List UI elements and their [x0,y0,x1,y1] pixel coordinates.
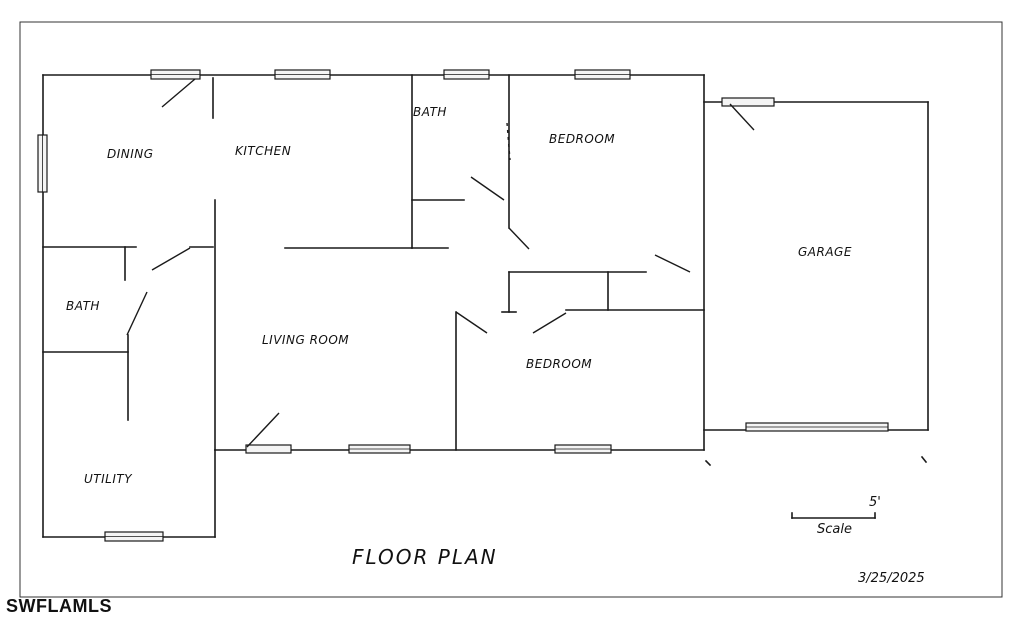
plan-title: FLOOR PLAN [352,545,498,569]
room-label-garage: GARAGE [798,245,852,259]
windows [37,69,889,542]
room-label-bedroom-bottom: BEDROOM [526,357,592,371]
room-label-kitchen: KITCHEN [235,144,291,158]
doors [126,78,755,448]
room-label-bath-top: BATH [413,105,447,119]
room-label-utility: UTILITY [84,472,133,486]
room-label-dining: DINING [107,147,154,161]
room-label-living-room: LIVING ROOM [262,333,349,347]
walls [42,74,929,538]
page-border [19,21,1003,598]
scale-label: Scale [817,522,852,537]
watermark: SWFLAMLS [6,596,112,616]
plan-date: 3/25/2025 [858,571,925,586]
scale-bar [791,512,876,519]
scale-value: 5' [869,495,881,510]
room-label-bath-left: BATH [66,299,100,313]
room-label-bedroom-top: BEDROOM [549,132,615,146]
